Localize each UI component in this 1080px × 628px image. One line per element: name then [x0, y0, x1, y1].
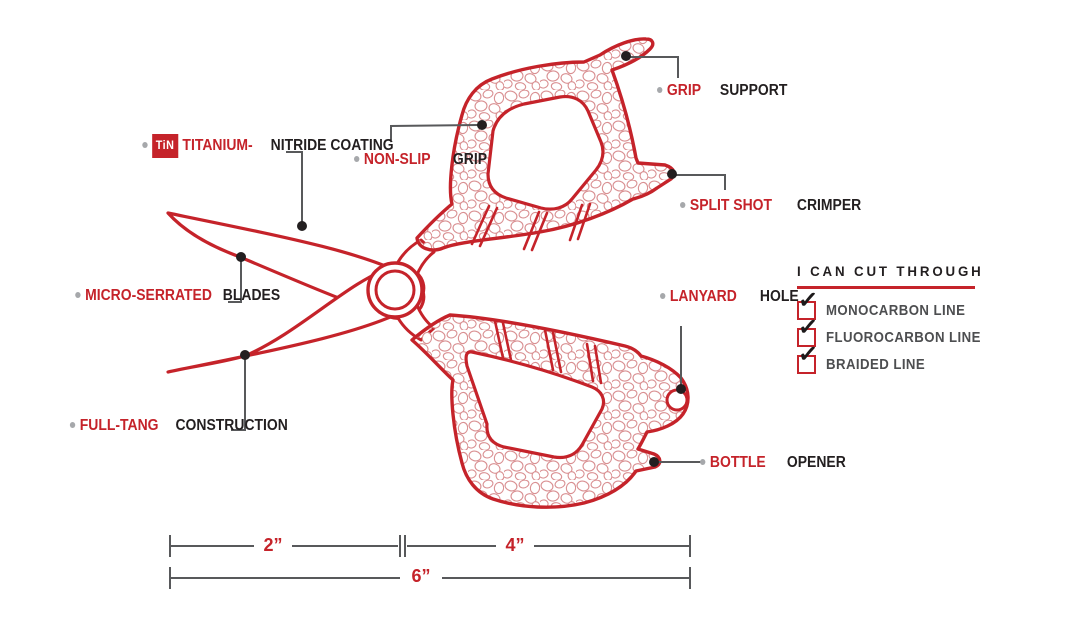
callout-line2: OPENER: [787, 454, 847, 471]
callout-line1: NON-SLIP: [363, 151, 431, 168]
checklist-divider: [797, 286, 975, 289]
callout-line1: SPLIT SHOT: [689, 197, 773, 214]
callout-line1: BOTTLE: [709, 454, 766, 471]
checklist-title: I CAN CUT THROUGH: [797, 263, 984, 279]
bottom-handle-hole: [464, 350, 606, 460]
callout-line2: BLADES: [223, 287, 281, 304]
callout-line2: NITRIDE COATING: [270, 137, 394, 154]
bullet-icon: [75, 292, 81, 298]
dot-non-slip: [477, 120, 487, 130]
dot-bottle-opener: [649, 457, 659, 467]
checklist-item-fluorocarbon: ✓ FLUOROCARBON LINE: [797, 313, 997, 347]
top-handle-hole: [486, 94, 605, 211]
checklist-item-braided: ✓ BRAIDED LINE: [797, 340, 997, 374]
leader-grip-support: [628, 56, 679, 78]
bullet-icon: [700, 459, 706, 465]
top-handle-grooves: [470, 202, 592, 252]
dot-titanium: [297, 221, 307, 231]
dimension-lines: [169, 535, 691, 589]
bullet-icon: [142, 142, 148, 148]
callout-line1: TITANIUM-: [182, 137, 253, 154]
callout-bottle-opener: BOTTLE OPENER: [700, 453, 854, 472]
callout-micro-serrated-blades: MICRO-SERRATED BLADES: [60, 286, 280, 305]
leader-dots: [236, 51, 686, 467]
callout-line2: SUPPORT: [720, 82, 788, 99]
bullet-icon: [69, 422, 76, 428]
leader-titanium: [286, 151, 303, 224]
leader-lines: [228, 56, 726, 463]
bullet-icon: [680, 202, 686, 208]
dot-grip-support: [621, 51, 631, 61]
dot-split-shot: [667, 169, 677, 179]
cut-through-checklist: I CAN CUT THROUGH ✓ MONOCARBON LINE ✓ FL…: [797, 263, 997, 382]
bullet-icon: [354, 156, 360, 162]
dimension-handle-length: 4”: [505, 535, 525, 555]
leader-non-slip: [390, 124, 479, 140]
bullet-icon: [660, 293, 666, 299]
callout-grip-support: GRIP SUPPORT: [657, 81, 796, 100]
callout-line1: FULL-TANG: [79, 417, 159, 434]
checkmark-icon: ✓: [797, 285, 820, 315]
dimension-blade-length: 2”: [263, 535, 283, 555]
checkbox[interactable]: ✓: [797, 340, 819, 374]
callout-line1: GRIP: [666, 82, 702, 99]
checkmark-icon: ✓: [797, 312, 820, 342]
callout-line2: GRIP: [453, 151, 488, 168]
callout-line2: CRIMPER: [796, 197, 861, 214]
callout-lanyard-hole: LANYARD HOLE: [660, 287, 804, 306]
callout-non-slip-grip: NON-SLIP GRIP: [354, 150, 492, 169]
dot-micro-serrated: [236, 252, 246, 262]
pivot-screw-inner: [374, 269, 416, 311]
dimension-total-length: 6”: [411, 566, 431, 586]
leader-split-shot: [674, 174, 726, 190]
callout-full-tang-construction: FULL-TANG CONSTRUCTION: [60, 416, 288, 435]
checkbox[interactable]: ✓: [797, 313, 819, 347]
tin-badge: TiN: [152, 134, 178, 158]
checkmark-icon: ✓: [797, 339, 820, 369]
dot-lanyard: [676, 384, 686, 394]
checklist-item-label: BRAIDED LINE: [826, 355, 926, 373]
callout-line2: HOLE: [759, 288, 799, 305]
leader-micro-serrated: [228, 259, 242, 303]
checklist-item-label: FLUOROCARBON LINE: [826, 328, 981, 346]
callout-split-shot-crimper: SPLIT SHOT CRIMPER: [680, 196, 869, 215]
bottom-handle-grooves: [493, 319, 603, 385]
callout-line1: MICRO-SERRATED: [85, 287, 212, 304]
callout-line1: LANYARD: [669, 288, 737, 305]
checklist-item-label: MONOCARBON LINE: [826, 301, 966, 319]
checkbox[interactable]: ✓: [797, 286, 819, 320]
dot-full-tang: [240, 350, 250, 360]
callout-line2: CONSTRUCTION: [175, 417, 288, 434]
bullet-icon: [657, 87, 663, 93]
checklist-item-monocarbon: ✓ MONOCARBON LINE: [797, 286, 997, 320]
leader-full-tang: [231, 357, 246, 431]
